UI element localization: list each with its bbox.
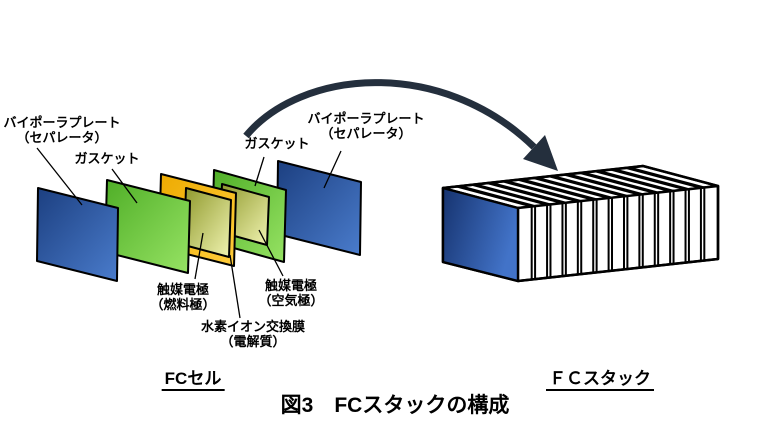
label-bipolar-plate-left-line1: バイポーラプレート	[3, 115, 121, 130]
label-bipolar-plate-left: バイポーラプレート （セパレータ）	[3, 115, 120, 145]
membrane-pointer-line	[229, 254, 241, 319]
label-bipolar-plate-right-line2: （セパレータ）	[320, 126, 412, 141]
label-catalyst-fuel-line1: 触媒電極	[156, 282, 210, 297]
catalyst-air-pointer-line	[258, 229, 284, 277]
catalyst-fuel-pointer-line	[194, 232, 204, 280]
fc-stack-3d	[441, 164, 720, 283]
stack-plate-dividers	[456, 166, 706, 280]
label-pointer-lines	[36, 147, 342, 319]
gasket-left-pointer-line	[111, 168, 138, 204]
label-bipolar-plate-left-line2: （セパレータ）	[16, 130, 108, 145]
label-catalyst-air-line1: 触媒電極	[264, 278, 318, 293]
arrow-head-icon	[523, 135, 558, 171]
arrow-curve	[243, 79, 537, 150]
cell-to-stack-arrow	[243, 79, 558, 171]
label-gasket-right: ガスケット	[244, 136, 310, 151]
label-catalyst-electrode-fuel: 触媒電極 （燃料極）	[150, 282, 215, 312]
label-membrane-line2: （電解質）	[220, 334, 286, 349]
figure-title: 図3 FCスタックの構成	[280, 394, 510, 417]
label-catalyst-fuel-line2: （燃料極）	[150, 297, 216, 312]
label-gasket-left: ガスケット	[74, 151, 140, 166]
gasket-right-pointer-line	[254, 156, 265, 187]
label-catalyst-electrode-air: 触媒電極 （空気極）	[258, 278, 323, 308]
catalyst-fuel-panel	[183, 187, 232, 258]
fc-cell-caption: FCセル	[161, 369, 225, 391]
bipolar-right-pointer-line	[323, 150, 342, 189]
label-bipolar-plate-right: バイポーラプレート （セパレータ）	[307, 111, 424, 141]
bipolar-plate-right	[276, 160, 362, 256]
bipolar-plate-left	[36, 187, 119, 282]
bipolar-left-pointer-line	[36, 147, 83, 206]
fc-cell-exploded-view	[36, 160, 362, 282]
label-membrane-line1: 水素イオン交換膜	[200, 319, 306, 334]
label-bipolar-plate-right-line1: バイポーラプレート	[307, 111, 425, 126]
label-ion-exchange-membrane: 水素イオン交換膜 （電解質）	[201, 319, 305, 349]
fc-stack-caption: ＦＣスタック	[546, 369, 654, 391]
label-catalyst-air-line2: （空気極）	[258, 293, 324, 308]
fc-stack-end-plate	[441, 186, 520, 283]
